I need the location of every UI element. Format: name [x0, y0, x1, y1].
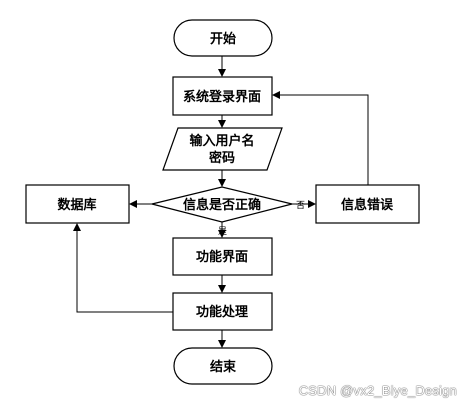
database-node: 数据库: [25, 184, 130, 224]
decision-node: 信息是否正确: [151, 186, 293, 223]
error-node: 信息错误: [315, 184, 420, 224]
watermark: CSDN @vx2_Biye_Design: [298, 383, 457, 398]
error-label: 信息错误: [341, 197, 394, 213]
end-node: 结束: [173, 347, 273, 385]
function-ui-node: 功能界面: [172, 237, 273, 276]
edge-label-yes: 是: [218, 226, 227, 237]
input-node: 输入用户名 密码: [162, 127, 283, 171]
login-node: 系统登录界面: [172, 76, 273, 116]
input-label-line1: 输入用户名: [189, 133, 254, 149]
function-proc-node: 功能处理: [172, 292, 273, 331]
start-label: 开始: [210, 31, 236, 47]
database-label: 数据库: [57, 197, 96, 213]
function-proc-label: 功能处理: [196, 304, 248, 320]
input-label-line2: 密码: [208, 150, 235, 166]
edge-label-no: 否: [296, 200, 305, 211]
start-node: 开始: [173, 19, 273, 57]
function-ui-label: 功能界面: [196, 249, 248, 265]
edge-proc-database: [73, 223, 173, 313]
end-label: 结束: [210, 359, 237, 375]
edge-error-login: [272, 91, 369, 185]
decision-label: 信息是否正确: [183, 197, 261, 213]
login-label: 系统登录界面: [183, 89, 261, 105]
